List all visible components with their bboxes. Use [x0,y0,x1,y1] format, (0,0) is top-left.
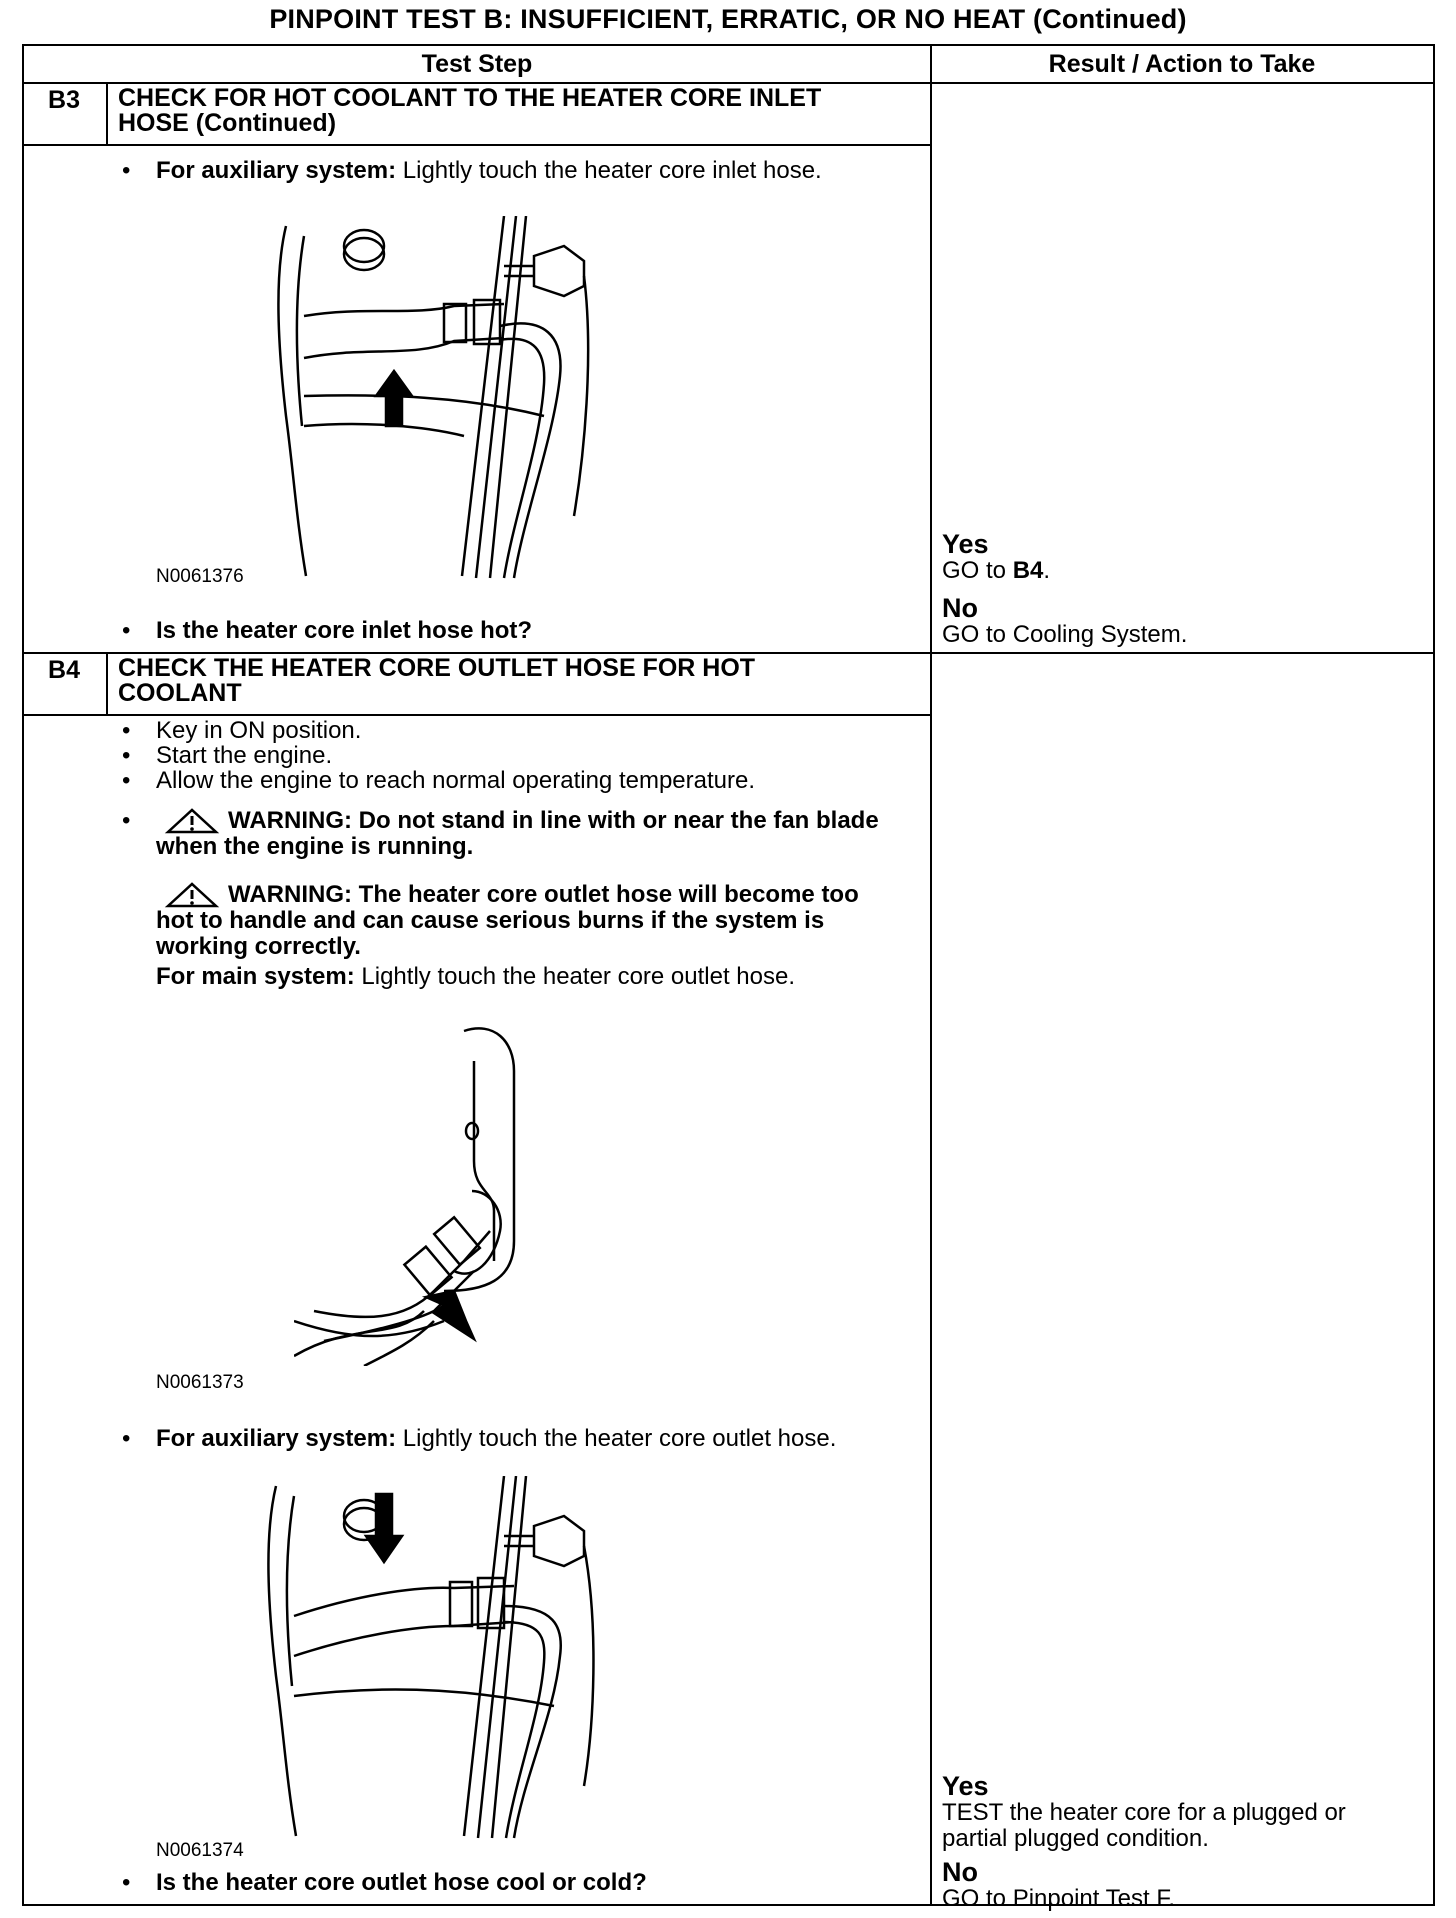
b4-warning-2: WARNING: The heater core outlet hose wil… [156,881,859,960]
b4-figure-2-id: N0061374 [156,1840,244,1861]
b3-step-id: B3 [48,86,80,114]
b4-title-divider [24,714,930,716]
b3-step-title: CHECK FOR HOT COOLANT TO THE HEATER CORE… [118,84,822,137]
b4-main-instruction: For main system: Lightly touch the heate… [156,963,796,990]
b3-title-divider [24,144,930,146]
b4-yes-label: Yes [942,1771,989,1801]
b3-yes-label: Yes [942,529,989,559]
page-title: PINPOINT TEST B: INSUFFICIENT, ERRATIC, … [269,4,1187,34]
b4-result: Yes TEST the heater core for a plugged o… [942,1772,1412,1912]
b3-question: •Is the heater core inlet hose hot? [122,617,533,644]
b4-step-title: CHECK THE HEATER CORE OUTLET HOSE FOR HO… [118,654,756,707]
b4-warning-1: • WARNING: Do not stand in line with or … [122,807,879,860]
b4-no-action: GO to Pinpoint Test F. [942,1885,1176,1912]
b3-yes-action: GO to B4. [942,557,1051,584]
header-result: Result / Action to Take [1048,50,1316,78]
b3-id-divider [106,82,108,144]
header-divider [24,82,1433,84]
b3-figure-id: N0061376 [156,566,244,587]
b4-step-3: •Allow the engine to reach normal operat… [122,767,756,794]
warning-triangle-icon [164,808,220,834]
header-test-step: Test Step [421,50,533,78]
b3-inlet-hose-illustration [277,216,590,579]
warning-triangle-icon [164,882,220,908]
b4-yes-action: TEST the heater core for a plugged or pa… [942,1799,1346,1852]
b4-aux-outlet-hose-illustration [267,1476,595,1839]
b4-no-label: No [942,1857,978,1887]
b4-id-divider [106,652,108,714]
b4-figure-1-id: N0061373 [156,1372,244,1393]
b3-no-action: GO to Cooling System. [942,621,1188,648]
test-table: Test Step Result / Action to Take B3 CHE… [22,44,1435,1912]
b4-aux-instruction: •For auxiliary system: Lightly touch the… [122,1425,837,1452]
b4-step-1: •Key in ON position. [122,717,362,744]
b4-main-outlet-hose-illustration [294,1027,516,1366]
b3-result: Yes GO to B4. No GO to Cooling System. [942,530,1187,648]
b4-question: •Is the heater core outlet hose cool or … [122,1869,647,1896]
b4-step-id: B4 [48,656,80,684]
b4-step-2: •Start the engine. [122,742,333,769]
b3-b4-divider [24,652,1433,654]
column-divider [930,46,932,1904]
b3-aux-instruction: •For auxiliary system: Lightly touch the… [122,157,822,184]
b3-no-label: No [942,593,978,623]
